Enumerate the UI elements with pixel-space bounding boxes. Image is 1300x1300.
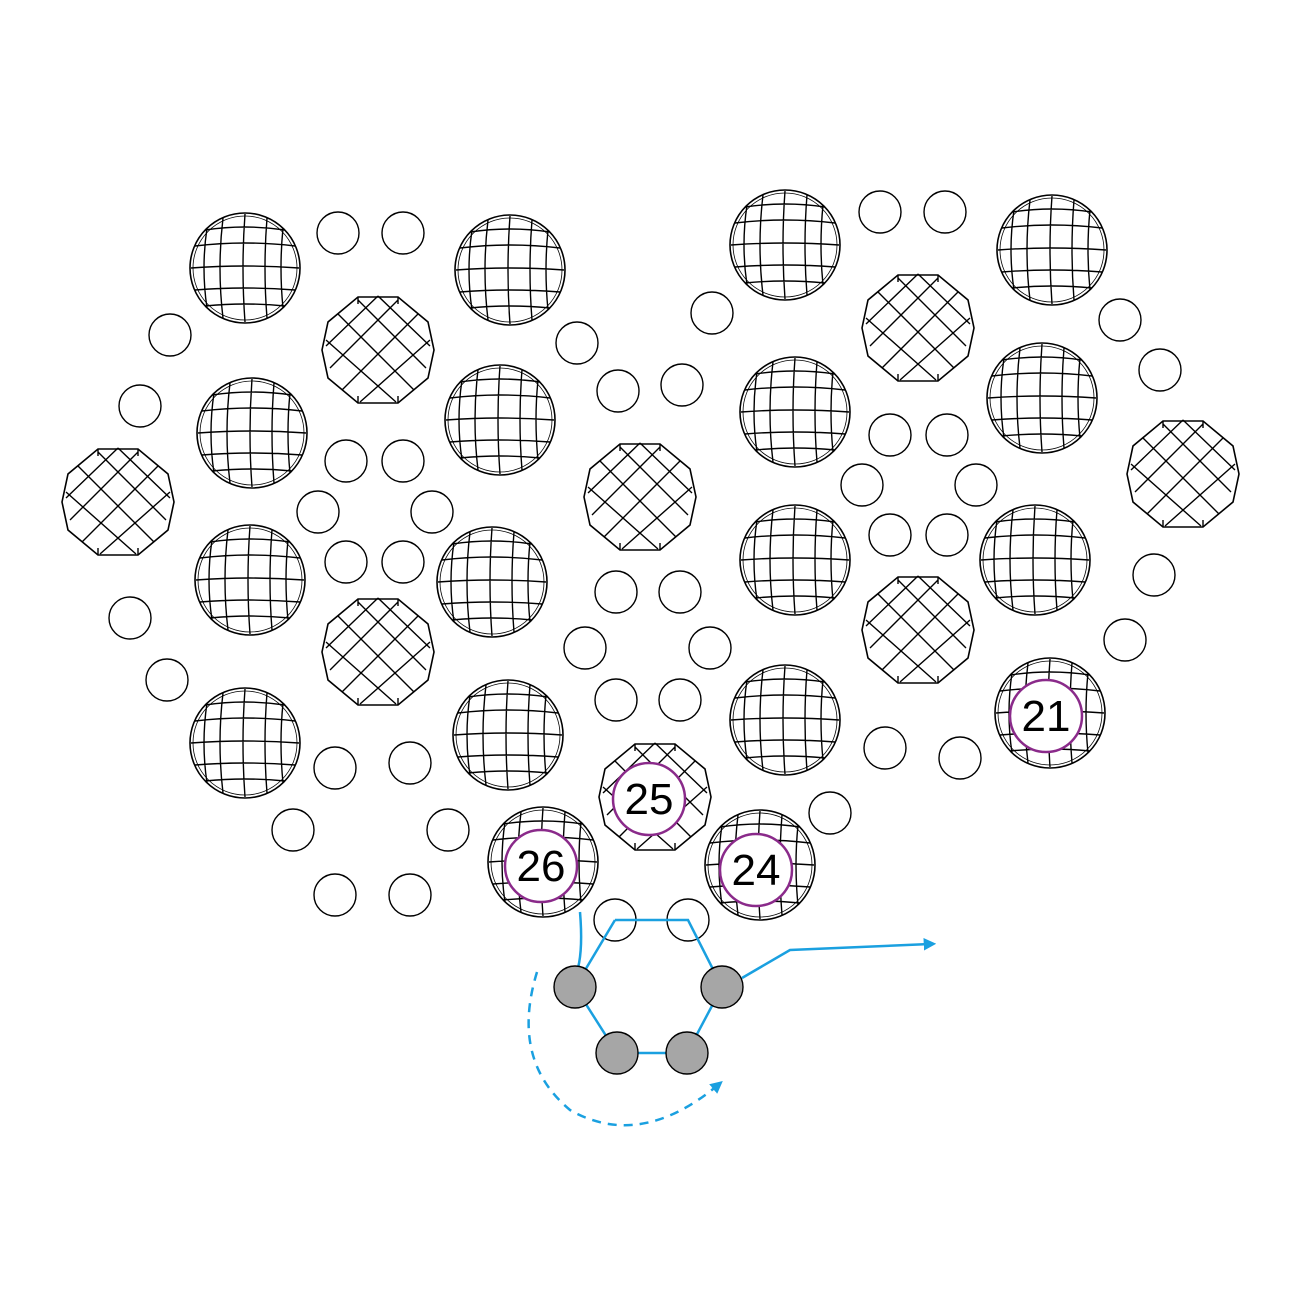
seed-bead-icon (954, 463, 998, 507)
bead-number-label: 24 (732, 846, 781, 895)
faceted-bead-icon (194, 524, 306, 636)
bead-number-ring (1008, 678, 1084, 754)
seed-bead-icon (324, 439, 368, 483)
seed-bead-icon (108, 596, 152, 640)
seed-bead-icon (324, 540, 368, 584)
seed-bead-icon (925, 513, 969, 557)
seed-bead-icon (688, 626, 732, 670)
faceted-bead-icon (729, 189, 841, 301)
bead-number-ring (503, 828, 579, 904)
faceted-bead-icon (321, 597, 435, 706)
faceted-bead-icon (454, 214, 566, 326)
seed-bead-icon (381, 540, 425, 584)
faceted-bead-icon (61, 447, 175, 556)
seed-bead-icon (923, 190, 967, 234)
seed-bead-icon (553, 965, 597, 1009)
seed-bead-icon (271, 808, 315, 852)
seed-bead-icon (1103, 618, 1147, 662)
seed-bead-icon (595, 1031, 639, 1075)
seed-bead-icon (1098, 298, 1142, 342)
seed-bead-icon (868, 513, 912, 557)
seed-bead-icon (313, 873, 357, 917)
seed-bead-icon (316, 211, 360, 255)
faceted-bead-icon (996, 194, 1108, 306)
seed-bead-icon (596, 369, 640, 413)
faceted-bead-icon (444, 364, 556, 476)
seed-bead-icon (868, 413, 912, 457)
bead-number-ring (611, 761, 687, 837)
seed-bead-icon (925, 413, 969, 457)
faceted-bead-icon (583, 442, 697, 551)
faceted-bead-icon (986, 342, 1098, 454)
bead-number-ring (718, 832, 794, 908)
seed-bead-icon (858, 190, 902, 234)
faceted-bead-icon (861, 273, 975, 382)
seed-bead-icon (658, 678, 702, 722)
faceted-bead-icon (436, 526, 548, 638)
seed-bead-icon (148, 313, 192, 357)
seed-bead-icon (1132, 553, 1176, 597)
bead-number-label: 26 (517, 842, 566, 891)
faceted-bead-icon (1126, 419, 1240, 528)
seed-bead-icon (381, 439, 425, 483)
seed-bead-icon (555, 321, 599, 365)
seed-bead-icon (840, 463, 884, 507)
seed-bead-icon (690, 291, 734, 335)
seed-bead-icon (296, 490, 340, 534)
seed-bead-icon (594, 570, 638, 614)
seed-bead-icon (658, 570, 702, 614)
seed-bead-icon (145, 658, 189, 702)
seed-bead-icon (594, 678, 638, 722)
faceted-bead-icon (189, 212, 301, 324)
faceted-bead-icon (739, 356, 851, 468)
seed-bead-icon (938, 736, 982, 780)
faceted-bead-icon (729, 664, 841, 776)
seed-bead-icon (665, 1031, 709, 1075)
faceted-bead-icon (452, 679, 564, 791)
seed-bead-icon (660, 363, 704, 407)
seed-bead-icon (1138, 348, 1182, 392)
thread-path (527, 911, 937, 1127)
seed-bead-icon (808, 791, 852, 835)
faceted-bead-icon (861, 575, 975, 684)
faceted-bead-icon (739, 504, 851, 616)
faceted-bead-icon (196, 377, 308, 489)
seed-bead-icon (118, 384, 162, 428)
seed-bead-icon (410, 490, 454, 534)
faceted-bead-icon (321, 295, 435, 404)
seed-bead-icon (388, 873, 432, 917)
seed-bead-icon (426, 808, 470, 852)
seed-bead-icon (700, 965, 744, 1009)
seed-bead-icon (863, 726, 907, 770)
thread-exit-arrow (741, 938, 937, 980)
seed-bead-icon (563, 626, 607, 670)
bead-number-label: 25 (625, 775, 674, 824)
thread-turn-arrow (527, 971, 723, 1127)
thread-loop (573, 918, 724, 1055)
bead-number-label: 21 (1022, 692, 1071, 741)
seed-bead-icon (381, 211, 425, 255)
faceted-bead-icon (189, 687, 301, 799)
seed-bead-icon (388, 741, 432, 785)
seed-bead-icon (313, 746, 357, 790)
thread-entry (576, 911, 583, 969)
faceted-bead-icon (979, 504, 1091, 616)
